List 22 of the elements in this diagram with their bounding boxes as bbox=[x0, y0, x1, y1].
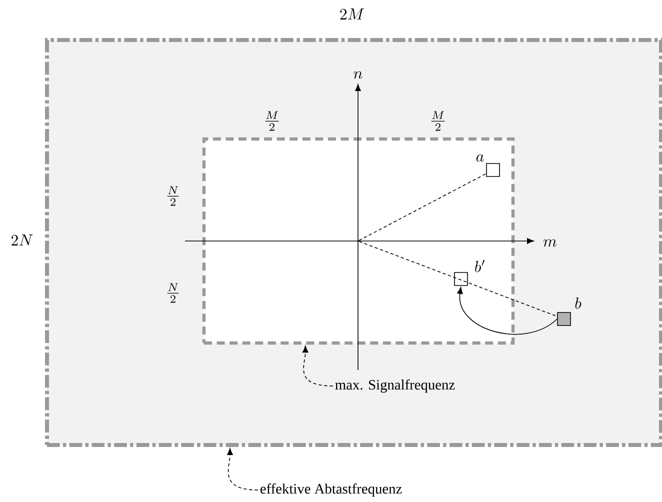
math-label: $\frac{M}{2}$ bbox=[431, 111, 445, 131]
annotation-text: effektive Abtastfrequenz bbox=[260, 483, 402, 497]
curved-arrow bbox=[457, 287, 558, 335]
sample-square bbox=[454, 272, 468, 286]
point-label: $b$ bbox=[575, 297, 582, 309]
math-label: $2M$ bbox=[340, 8, 364, 20]
leader-line bbox=[227, 448, 258, 490]
point-label: $a$ bbox=[476, 154, 484, 162]
math-label: $n$ bbox=[354, 71, 362, 79]
math-label: $\frac{M}{2}$ bbox=[265, 111, 279, 131]
math-label: $2N$ bbox=[12, 234, 33, 246]
dashed-box bbox=[202, 137, 515, 345]
point-label: $b'$ bbox=[475, 260, 485, 272]
math-label: $m$ bbox=[543, 239, 557, 247]
math-label: $\frac{N}{2}$ bbox=[167, 186, 179, 206]
dashed-line bbox=[358, 241, 558, 317]
sample-square bbox=[486, 163, 500, 177]
dashed-line bbox=[358, 173, 486, 241]
leader-line bbox=[302, 346, 334, 386]
math-label: $\frac{N}{2}$ bbox=[167, 283, 179, 303]
sample-square bbox=[557, 312, 571, 326]
annotation-text: max. Signalfrequenz bbox=[335, 379, 455, 393]
